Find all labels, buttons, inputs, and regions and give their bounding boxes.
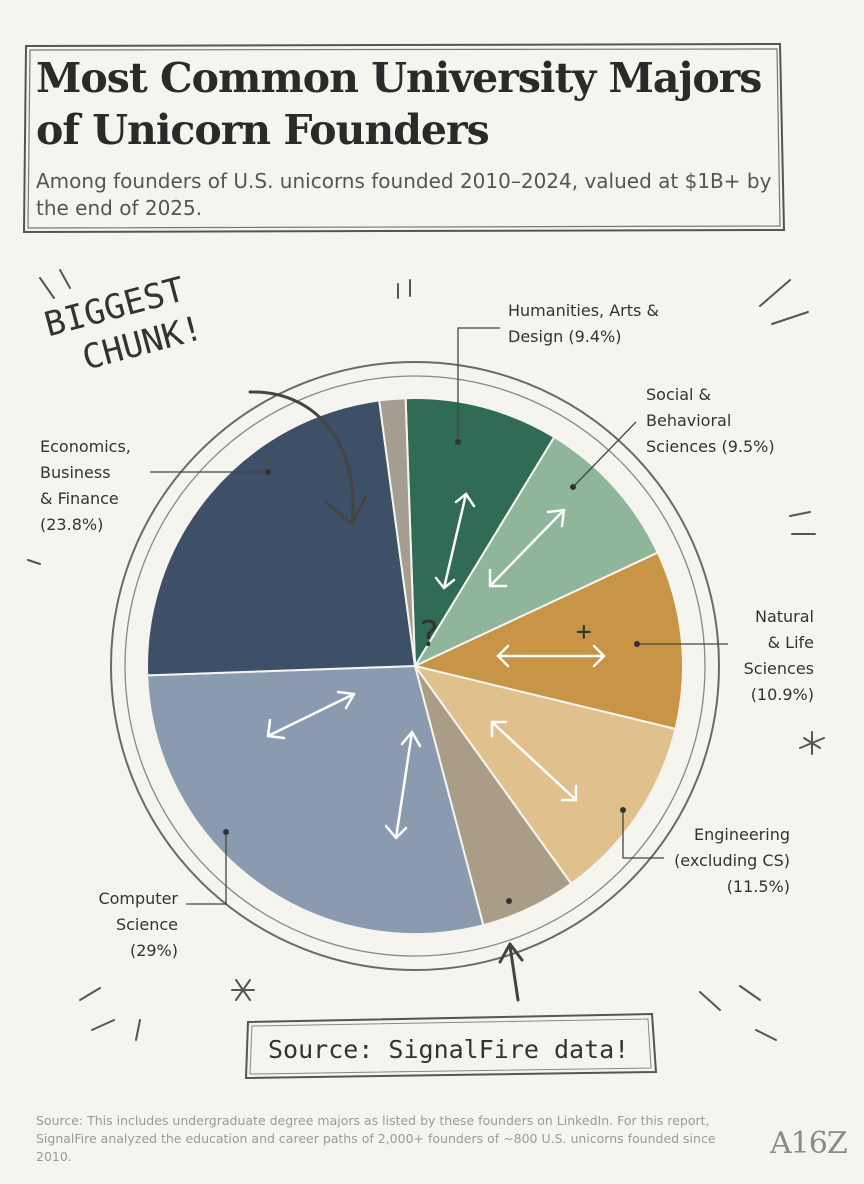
sketch-marks [27, 269, 825, 1041]
source-box-inner [249, 1018, 652, 1075]
source-box [244, 1012, 658, 1080]
inner-ring [124, 375, 706, 957]
pie-slice [412, 664, 677, 886]
source-arrowhead [498, 942, 524, 964]
title-box: Most Common University Majors of Unicorn… [20, 40, 788, 236]
biggest-chunk-callout: BIGGEST CHUNK! [40, 270, 207, 379]
source-note: Source: SignalFire data! [268, 1035, 629, 1064]
slice-label: Humanities, Arts &Design (9.4%) [508, 301, 659, 346]
leader-dot [265, 469, 271, 475]
page-subtitle: Among founders of U.S. unicorns founded … [36, 169, 772, 220]
plus-mark: + [576, 617, 592, 647]
leader-line [457, 327, 500, 442]
pie-slice [412, 435, 660, 669]
footnote: Source: This includes undergraduate degr… [36, 1113, 716, 1164]
source-arrow [508, 944, 520, 1002]
outer-ring [110, 361, 720, 971]
title-frame [22, 42, 786, 234]
leader-dot [506, 898, 512, 904]
slice-label: Economics,Business& Finance(23.8%) [40, 437, 131, 534]
leader-dot [455, 439, 461, 445]
leader-line [622, 810, 664, 859]
leader-dot [223, 829, 229, 835]
pie-slice [411, 551, 684, 731]
pie-chart: Humanities, Arts &Design (9.4%) Social &B… [27, 269, 825, 1080]
page-title: Most Common University Majors of Unicorn… [36, 54, 762, 154]
pie-slice [146, 664, 485, 936]
pie-slice [378, 397, 416, 667]
leader-dot [570, 484, 576, 490]
question-mark: ? [418, 614, 440, 655]
leader-line [186, 832, 227, 905]
pie-slice [404, 397, 556, 670]
leader-dot [634, 641, 640, 647]
slice-arrows [266, 492, 606, 840]
leader-line [572, 421, 637, 488]
pie-slice [146, 399, 417, 677]
callout-arrow [248, 390, 355, 524]
slice-label: Engineering(excluding CS)(11.5%) [674, 825, 790, 896]
leader-dot [620, 807, 626, 813]
callout-arrowhead [324, 494, 368, 526]
a16z-logo: A16Z [770, 1126, 848, 1161]
